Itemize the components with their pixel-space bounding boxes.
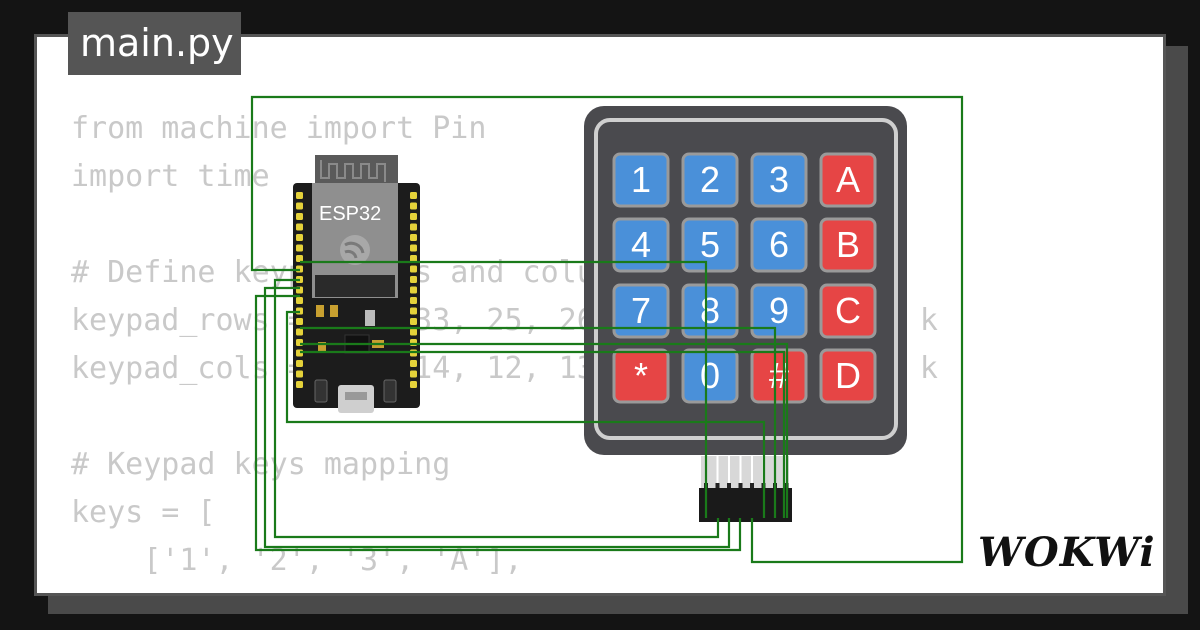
pin — [410, 202, 417, 210]
pin — [410, 192, 417, 199]
keypad-key-label: C — [835, 290, 861, 331]
pin — [296, 297, 303, 304]
keypad-key-label: 1 — [631, 159, 651, 200]
espressif-logo-icon — [340, 235, 370, 265]
keypad-connector — [699, 456, 792, 522]
keypad-key[interactable]: # — [750, 348, 808, 404]
pin — [410, 276, 417, 283]
wokwi-logo: WOKWi — [978, 529, 1156, 576]
pin — [296, 255, 303, 262]
code-line: # Keypad keys mapping — [71, 447, 451, 482]
keypad-key-label: 7 — [631, 290, 651, 331]
connector-pin — [715, 483, 720, 491]
pin — [410, 297, 417, 304]
keypad-key[interactable]: 2 — [681, 152, 739, 208]
keypad-key-label: 3 — [769, 159, 789, 200]
connector-pin — [727, 483, 731, 491]
pin — [410, 213, 417, 220]
pin — [410, 244, 417, 252]
keypad-key-label: 0 — [700, 355, 720, 396]
pin — [296, 360, 303, 367]
keypad-key[interactable]: 6 — [750, 217, 808, 273]
pin — [296, 213, 303, 220]
keypad-key[interactable]: A — [819, 152, 877, 208]
pin — [296, 318, 303, 325]
keypad-key-label: 4 — [631, 224, 651, 265]
wire-col-2 — [300, 326, 777, 518]
keypad-key-label: 9 — [769, 290, 789, 331]
keypad-key[interactable]: 0 — [681, 348, 739, 404]
keypad-key[interactable]: B — [819, 217, 877, 273]
pin — [296, 202, 303, 210]
keypad-key[interactable]: C — [819, 283, 877, 339]
keypad-key[interactable]: 1 — [612, 152, 670, 208]
esp32-board[interactable]: ESP32 — [293, 155, 420, 413]
pin — [296, 381, 303, 388]
wire-row-1 — [273, 278, 720, 539]
keypad-key[interactable]: 9 — [750, 283, 808, 339]
keypad-key[interactable]: 7 — [612, 283, 670, 339]
code-line: ['1', '2', '3', 'A'], — [71, 543, 523, 578]
keypad-key-label: 8 — [700, 290, 720, 331]
wire-row-3 — [254, 294, 742, 552]
pin — [410, 265, 417, 273]
keypad-key-label: 5 — [700, 224, 720, 265]
pin — [296, 234, 303, 241]
pin — [410, 381, 417, 388]
pin — [296, 192, 303, 199]
keypad-key[interactable]: 4 — [612, 217, 670, 273]
wire-outer — [250, 95, 964, 564]
pin — [410, 360, 417, 367]
pin — [410, 286, 417, 294]
wire-row-4 — [285, 310, 766, 518]
pin — [296, 244, 303, 252]
wires — [250, 95, 964, 564]
board-pins-right — [410, 192, 417, 388]
keypad-key[interactable]: 3 — [750, 152, 808, 208]
pin — [296, 223, 303, 231]
code-line: keys = [ — [71, 495, 216, 530]
keypad-4x4[interactable]: 1 2 3 A 4 5 6 B 7 8 9 C * 0 # D — [584, 106, 907, 455]
keypad-key[interactable]: 8 — [681, 283, 739, 339]
brand-logo: WOKWi — [978, 529, 1156, 576]
pin — [410, 255, 417, 262]
pin — [410, 234, 417, 241]
keypad-key-label: A — [836, 159, 860, 200]
wire-col-1 — [300, 260, 708, 518]
connector-pin — [750, 483, 754, 491]
keypad-key[interactable]: 5 — [681, 217, 739, 273]
keypad-key[interactable]: * — [612, 348, 670, 404]
code-line: from machine import Pin — [71, 111, 487, 146]
code-line: ['4', '5', '6', 'B'], — [71, 585, 938, 593]
code-line: import time — [71, 159, 270, 194]
pin — [410, 328, 417, 336]
keypad-key-label: * — [634, 355, 648, 396]
wire-col-3 — [300, 342, 789, 518]
wire-col-4 — [300, 350, 786, 518]
keypad-key-label: D — [835, 355, 861, 396]
pin — [410, 223, 417, 231]
pin — [410, 307, 417, 315]
keypad-key[interactable]: D — [819, 348, 877, 404]
board-label: ESP32 — [319, 203, 381, 225]
pin — [296, 328, 303, 336]
keypad-key-label: B — [836, 224, 860, 265]
pin — [296, 370, 303, 378]
connector-pin — [738, 483, 743, 491]
wire-row-2 — [263, 286, 731, 549]
pin — [410, 318, 417, 325]
keypad-key-label: 2 — [700, 159, 720, 200]
pin — [410, 370, 417, 378]
file-name-tab[interactable]: main.py — [68, 12, 241, 75]
keypad-key-label: 6 — [769, 224, 789, 265]
usb-port-icon — [338, 385, 374, 413]
